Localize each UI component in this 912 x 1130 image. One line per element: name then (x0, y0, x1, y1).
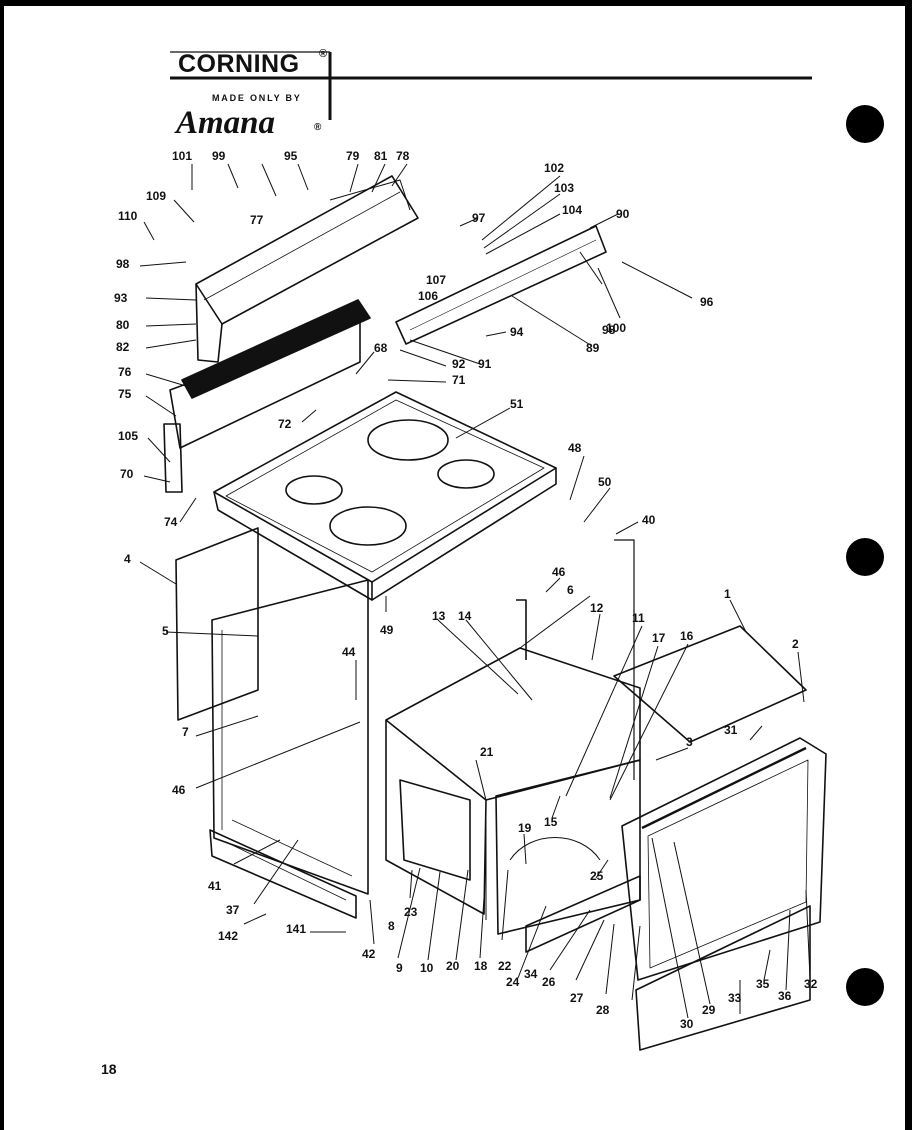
part-callout-68: 68 (374, 341, 388, 355)
part-callout-14: 14 (458, 609, 472, 623)
part-callout-75: 75 (118, 387, 132, 401)
part-callout-76: 76 (118, 365, 132, 379)
part-callout-106: 106 (418, 289, 438, 303)
part-callout-11: 11 (632, 611, 645, 625)
part-callout-25: 25 (590, 869, 604, 883)
part-callout-97: 97 (472, 211, 486, 225)
part-callout-94: 94 (510, 325, 524, 339)
part-callout-28: 28 (596, 1003, 610, 1017)
part-callout-98: 98 (116, 257, 130, 271)
brand-logo-amana: Amana (176, 105, 276, 141)
part-callout-72: 72 (278, 417, 292, 431)
part-callout-100: 100 (606, 321, 626, 335)
part-callout-74: 74 (164, 515, 178, 529)
scan-edge-right (905, 0, 912, 1130)
binder-hole-top (846, 105, 884, 143)
part-callout-4: 4 (124, 552, 131, 566)
binder-hole-middle (846, 538, 884, 576)
part-callout-80: 80 (116, 318, 130, 332)
part-callout-16: 16 (680, 629, 694, 643)
part-callout-5: 5 (162, 624, 169, 638)
part-callout-1: 1 (724, 587, 731, 601)
part-callout-44: 44 (342, 645, 356, 659)
part-callout-8: 8 (388, 919, 395, 933)
part-callout-19: 19 (518, 821, 532, 835)
part-callout-141: 141 (286, 922, 306, 936)
part-callout-12: 12 (590, 601, 604, 615)
brand-logo-corning: CORNING (178, 50, 300, 78)
part-callout-41: 41 (208, 879, 222, 893)
part-callout-91: 91 (478, 357, 492, 371)
part-callout-98: 98 (602, 323, 616, 337)
part-callout-49: 49 (380, 623, 394, 637)
part-callout-23: 23 (404, 905, 418, 919)
part-callout-26: 26 (542, 975, 556, 989)
part-callout-92: 92 (452, 357, 466, 371)
part-callout-101: 101 (172, 149, 192, 163)
part-callout-36: 36 (778, 989, 792, 1003)
part-callout-30: 30 (680, 1017, 694, 1031)
part-callout-33: 33 (728, 991, 742, 1005)
part-callout-107: 107 (426, 273, 446, 287)
part-callout-10: 10 (420, 961, 434, 975)
part-callout-17: 17 (652, 631, 666, 645)
part-callout-51: 51 (510, 397, 524, 411)
part-callout-102: 102 (544, 161, 564, 175)
part-callout-79: 79 (346, 149, 360, 163)
part-callout-20: 20 (446, 959, 460, 973)
part-callout-3: 3 (686, 735, 693, 749)
scan-edge-left (0, 0, 4, 1130)
part-callout-48: 48 (568, 441, 582, 455)
part-callout-70: 70 (120, 467, 134, 481)
part-callout-50: 50 (598, 475, 612, 489)
part-callout-29: 29 (702, 1003, 716, 1017)
part-callout-40: 40 (642, 513, 656, 527)
part-callout-22: 22 (498, 959, 512, 973)
part-callout-46: 46 (552, 565, 566, 579)
part-callout-93: 93 (114, 291, 128, 305)
part-callout-90: 90 (616, 207, 630, 221)
part-callout-110: 110 (118, 209, 138, 223)
part-callout-2: 2 (792, 637, 799, 651)
part-callout-81: 81 (374, 149, 388, 163)
part-callout-99: 99 (212, 149, 226, 163)
part-callout-82: 82 (116, 340, 130, 354)
part-callout-13: 13 (432, 609, 446, 623)
page-number: 18 (101, 1061, 117, 1077)
part-callout-24: 24 (506, 975, 520, 989)
part-callout-35: 35 (756, 977, 770, 991)
part-callout-34: 34 (524, 967, 538, 981)
part-callout-142: 142 (218, 929, 238, 943)
part-callout-105: 105 (118, 429, 138, 443)
part-callout-71: 71 (452, 373, 466, 387)
part-callout-78: 78 (396, 149, 410, 163)
made-by-label: MADE ONLY BY (212, 93, 302, 103)
part-callout-42: 42 (362, 947, 376, 961)
part-callout-103: 103 (554, 181, 574, 195)
part-callout-95: 95 (284, 149, 298, 163)
part-callout-46: 46 (172, 783, 186, 797)
part-callout-27: 27 (570, 991, 584, 1005)
part-callout-6: 6 (567, 583, 574, 597)
part-callout-32: 32 (804, 977, 818, 991)
part-callout-104: 104 (562, 203, 582, 217)
part-callout-15: 15 (544, 815, 558, 829)
part-callout-31: 31 (724, 723, 738, 737)
part-callout-109: 109 (146, 189, 166, 203)
part-callout-21: 21 (480, 745, 494, 759)
part-callout-89: 89 (586, 341, 600, 355)
part-callout-37: 37 (226, 903, 240, 917)
part-callout-77: 77 (250, 213, 264, 227)
registered-mark: ® (319, 48, 328, 60)
part-callout-96: 96 (700, 295, 714, 309)
part-callout-7: 7 (182, 725, 189, 739)
part-callout-9: 9 (396, 961, 403, 975)
scan-edge-top (0, 0, 912, 6)
part-callout-18: 18 (474, 959, 488, 973)
binder-hole-bottom (846, 968, 884, 1006)
registered-mark-amana: ® (314, 122, 322, 133)
